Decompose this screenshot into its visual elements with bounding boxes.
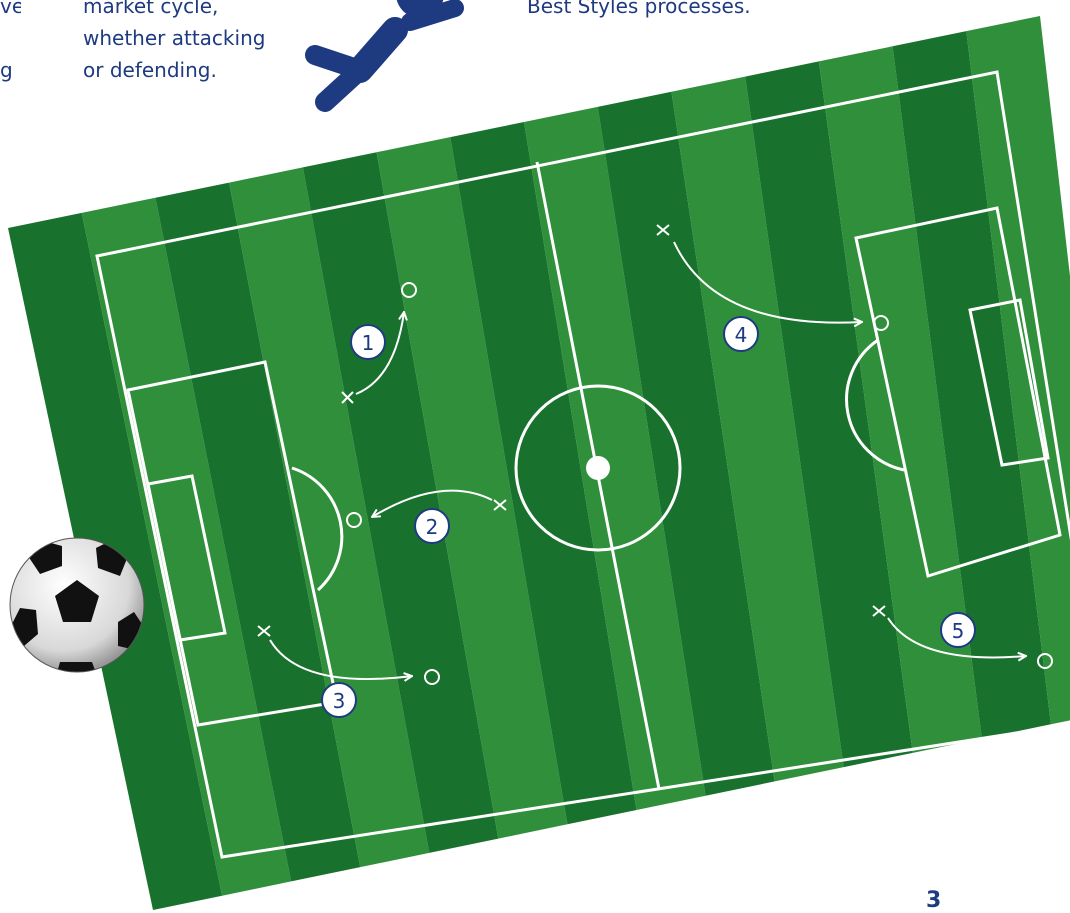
play-label-1: 1: [351, 325, 385, 359]
player-figure-icon: [315, 0, 455, 102]
play-label-text: 1: [362, 331, 375, 355]
play-label-text: 2: [426, 515, 439, 539]
play-label-2: 2: [415, 509, 449, 543]
page-number: 3: [926, 888, 941, 913]
play-label-4: 4: [724, 317, 758, 351]
play-label-text: 3: [333, 689, 346, 713]
play-label-text: 5: [952, 619, 965, 643]
play-label-text: 4: [735, 323, 748, 347]
football-pitch: [8, 16, 1070, 910]
play-label-3: 3: [322, 683, 356, 717]
center-spot: [586, 456, 610, 480]
play-label-5: 5: [941, 613, 975, 647]
pitch-stripes: [8, 16, 1070, 910]
